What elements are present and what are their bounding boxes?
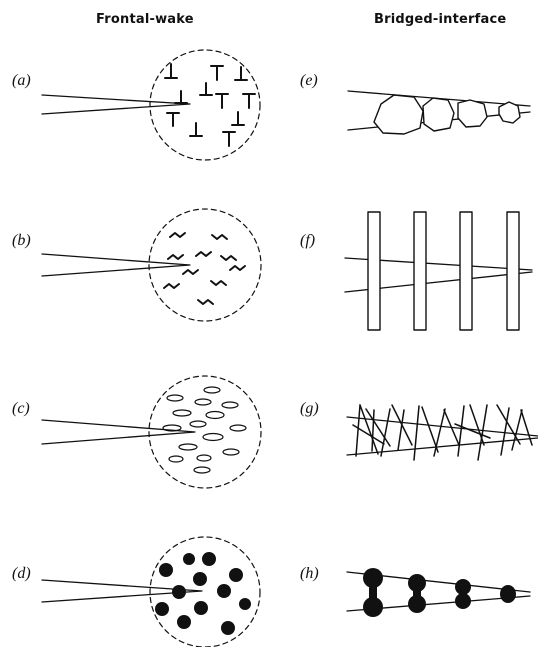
- panel-f-bridged-interface: [345, 212, 532, 330]
- fiber-bridges-f: [368, 212, 519, 330]
- panel-g-bridged-interface: [347, 405, 538, 460]
- panel-b-frontal-wake: [42, 209, 261, 321]
- panel-a-frontal-wake: [42, 50, 260, 160]
- panel-h-bridged-interface: [347, 568, 530, 617]
- panel-c-frontal-wake: [42, 376, 261, 488]
- panel-e-bridged-interface: [348, 91, 530, 134]
- crack-c: [42, 420, 195, 444]
- process-zone-circle-c: [149, 376, 261, 488]
- grain-bridges-e: [374, 95, 520, 134]
- crack-a: [42, 95, 190, 114]
- process-zone-circle-b: [149, 209, 261, 321]
- ductile-ligaments-h: [363, 568, 516, 617]
- panel-d-frontal-wake: [42, 537, 260, 647]
- microcracks-b: [164, 233, 245, 304]
- crack-b: [42, 254, 190, 276]
